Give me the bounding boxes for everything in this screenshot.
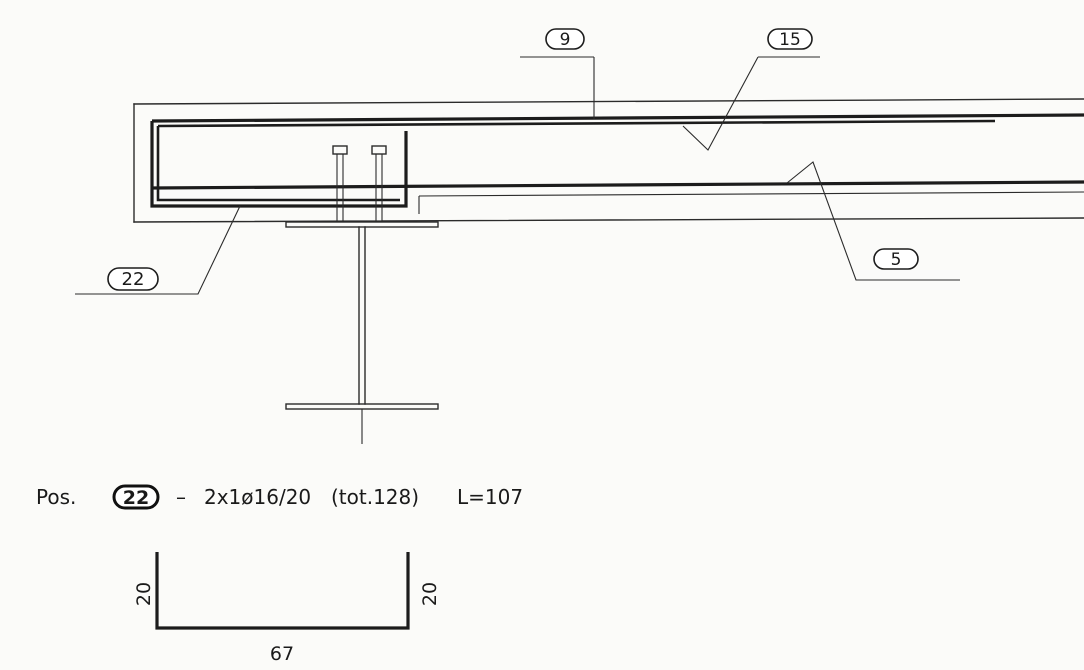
- bottom-bar-5: [151, 180, 1084, 190]
- bar-specification: Pos. 22 – 2x1ø16/20 (tot.128) L=107: [36, 484, 523, 510]
- callout-9: 9: [520, 28, 595, 119]
- spec-position: 22: [123, 487, 149, 509]
- callout-5: 5: [786, 161, 960, 281]
- shear-stud-right: [371, 145, 387, 222]
- top-bar: [151, 113, 1084, 128]
- bar-shape: 20 20 67: [133, 552, 441, 665]
- shear-stud-left: [332, 145, 348, 222]
- label-pos-5: 5: [891, 250, 902, 270]
- spec-dash: –: [176, 485, 186, 509]
- callout-22: 22: [75, 205, 241, 295]
- shape-left-leg: 20: [133, 582, 155, 606]
- u-bar-22: [150, 121, 408, 208]
- shape-base: 67: [270, 643, 294, 665]
- spec-length: L=107: [457, 485, 523, 509]
- label-pos-15: 15: [779, 30, 801, 50]
- label-pos-9: 9: [560, 30, 571, 50]
- shape-right-leg: 20: [419, 582, 441, 606]
- callout-15: 15: [682, 28, 820, 151]
- spec-prefix: Pos.: [36, 485, 76, 509]
- steel-beam: [285, 221, 439, 444]
- spec-bars: 2x1ø16/20: [204, 485, 311, 509]
- spec-total: (tot.128): [331, 485, 419, 509]
- label-pos-22: 22: [122, 269, 145, 290]
